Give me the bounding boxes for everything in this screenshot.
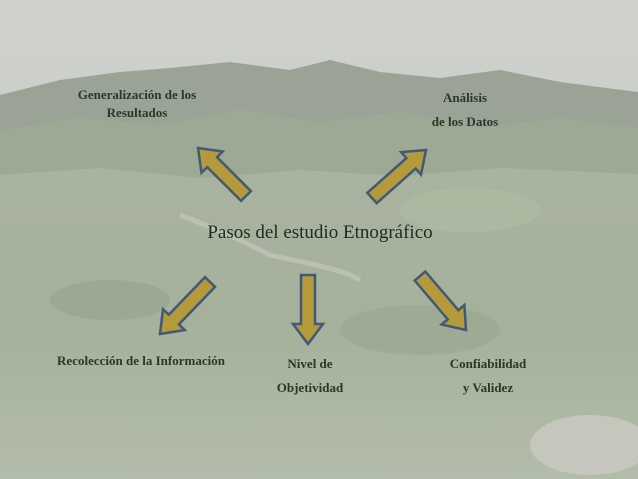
arrow-to-analisis — [365, 148, 428, 205]
bush-cluster — [50, 280, 170, 320]
arrow-to-generalizacion — [196, 146, 253, 203]
field-patch — [400, 188, 540, 232]
center-title: Pasos del estudio Etnográfico — [207, 222, 433, 243]
node-objetividad: Nivel de Objetividad — [255, 352, 365, 400]
node-generalizacion-line2: Resultados — [106, 104, 168, 120]
road — [179, 212, 362, 283]
node-generalizacion-line1: Generalización de los — [77, 87, 197, 102]
node-confiabilidad-line1: Confiabilidad — [449, 356, 527, 371]
rock-patch — [530, 415, 638, 475]
node-analisis-line2: de los Datos — [431, 114, 499, 130]
arrow-to-recoleccion — [158, 275, 217, 336]
arrow-to-objetividad — [290, 273, 326, 347]
node-recoleccion-line1: Recolección de la Información — [57, 353, 225, 368]
node-generalizacion: Generalización de los Resultados — [52, 86, 222, 121]
node-analisis: Análisis de los Datos — [400, 86, 530, 134]
node-confiabilidad: Confiabilidad y Validez — [428, 352, 548, 400]
node-confiabilidad-line2: y Validez — [462, 380, 514, 396]
node-analisis-line1: Análisis — [442, 90, 488, 105]
node-objetividad-line1: Nivel de — [287, 356, 333, 371]
node-recoleccion: Recolección de la Información — [36, 352, 246, 370]
node-objetividad-line2: Objetividad — [276, 380, 344, 396]
arrow-to-confiabilidad — [412, 269, 468, 332]
